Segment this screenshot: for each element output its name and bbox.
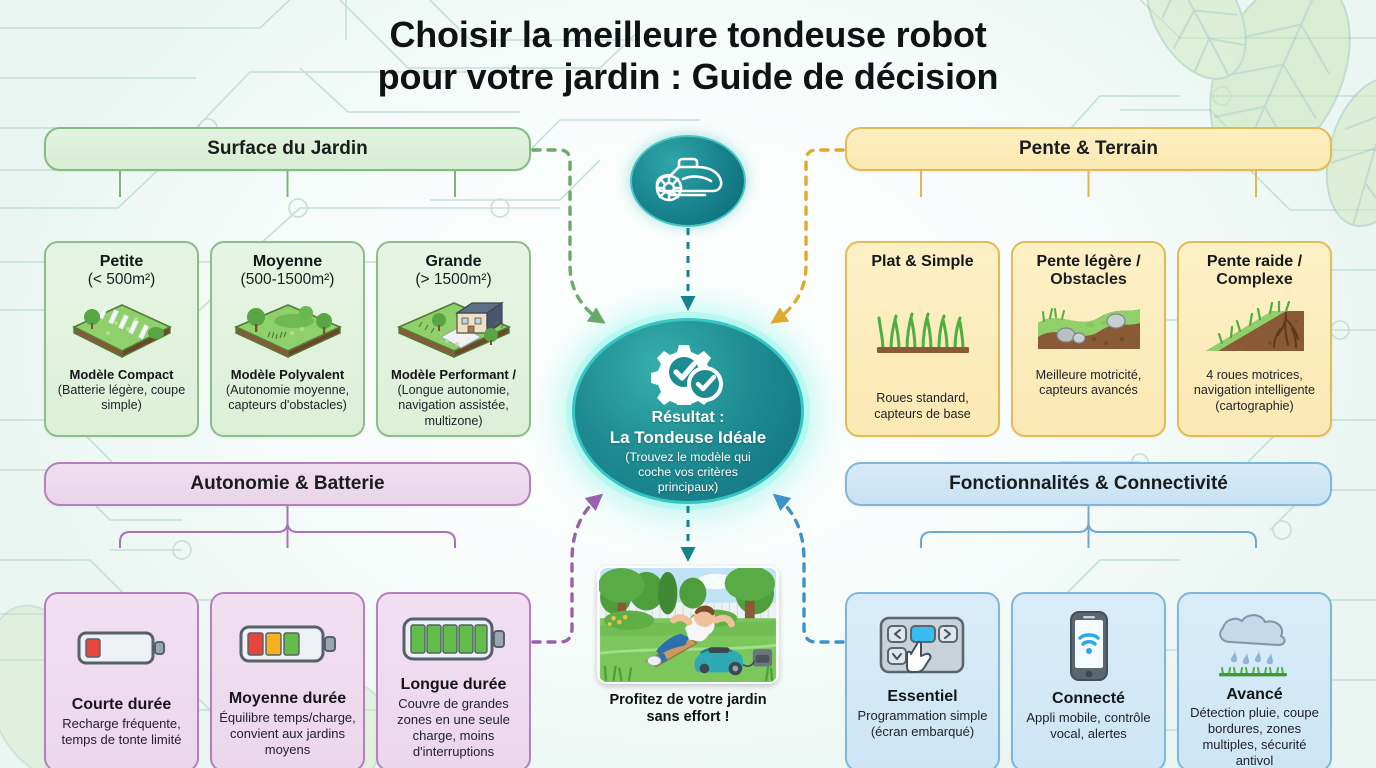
card-subtitle: (500-1500m²) [240, 270, 335, 288]
relaxing-garden-photo [597, 566, 779, 684]
card-pente-legere[interactable]: Pente légère / Obstacles [1011, 241, 1166, 437]
title-line-2: pour votre jardin : Guide de décision [377, 56, 999, 98]
steep-slope-roots-icon [1200, 298, 1310, 360]
arrow-surface-to-result [531, 148, 606, 324]
robot-mower-icon [655, 157, 723, 202]
connector-tree-terrain [920, 171, 1257, 197]
card-essentiel[interactable]: Essentiel Programmation simple (écran em… [845, 592, 1000, 768]
section-terrain-heading-label: Pente & Terrain [1018, 138, 1159, 159]
card-desc: Détection pluie, coupe bordures, zones m… [1190, 704, 1319, 768]
section-features-cards: Essentiel Programmation simple (écran em… [845, 592, 1332, 768]
result-title-line-2: La Tondeuse Idéale [609, 427, 767, 447]
section-battery-heading-label: Autonomie & Batterie [190, 473, 385, 494]
card-longue-duree[interactable]: Longue durée Couvre de grandes zones en … [376, 592, 531, 768]
flat-grass-icon [871, 299, 975, 361]
card-title: Essentiel [887, 688, 958, 705]
mower-badge [630, 135, 746, 227]
card-desc: Équilibre temps/charge, convient aux jar… [219, 709, 356, 757]
card-lead: Modèle Performant / [391, 367, 516, 383]
card-subtitle: Obstacles [1050, 270, 1127, 288]
card-title: Courte durée [71, 696, 172, 713]
smartphone-wifi-icon [1059, 610, 1119, 682]
connector-tree-surface [119, 171, 456, 197]
section-terrain: Pente & Terrain Plat & Simple [845, 127, 1332, 437]
page-title: Choisir la meilleure tondeuse robot pour… [0, 14, 1376, 99]
card-title: Petite [99, 253, 144, 270]
card-subtitle: Complexe [1216, 270, 1293, 288]
card-desc: (Longue autonomie, navigation assistée, … [397, 382, 510, 429]
large-garden-house-icon [395, 297, 513, 359]
photo-caption: Profitez de votre jardin sans effort ! [588, 692, 788, 727]
card-title: Moyenne [252, 253, 323, 270]
card-subtitle: (> 1500m²) [415, 270, 492, 288]
section-surface-cards: Petite (< 500m²) [44, 241, 531, 437]
section-battery: Autonomie & Batterie Courte durée Rechar… [44, 462, 531, 768]
card-title: Pente raide / [1206, 253, 1303, 270]
title-line-1: Choisir la meilleure tondeuse robot [389, 14, 987, 55]
card-lead: Modèle Polyvalent [230, 367, 345, 383]
card-moyenne[interactable]: Moyenne (500-1500m²) [210, 241, 365, 437]
section-surface: Surface du Jardin Petite (< 500m²) [44, 127, 531, 437]
result-title-line-1: Résultat : [651, 409, 725, 426]
card-desc: Meilleure motricité, capteurs avancés [1035, 367, 1142, 398]
card-petite[interactable]: Petite (< 500m²) [44, 241, 199, 437]
arrow-battery-to-result [531, 493, 604, 644]
section-features-heading-label: Fonctionnalités & Connectivité [949, 473, 1228, 494]
gear-check-icon [651, 345, 723, 405]
card-desc: Roues standard, capteurs de base [874, 390, 971, 421]
connector-tree-features [920, 506, 1257, 548]
card-subtitle: (< 500m²) [87, 270, 156, 288]
section-battery-cards: Courte durée Recharge fréquente, temps d… [44, 592, 531, 768]
card-desc: Couvre de grandes zones en une seule cha… [397, 695, 510, 760]
card-desc: Programmation simple (écran embarqué) [857, 707, 988, 740]
card-desc: Appli mobile, contrôle vocal, alertes [1026, 709, 1151, 742]
card-desc: 4 roues motrices, navigation intelligent… [1193, 367, 1316, 414]
outcome-photo-block: Profitez de votre jardin sans effort ! [597, 566, 788, 727]
card-title: Moyenne durée [228, 689, 347, 707]
section-surface-heading[interactable]: Surface du Jardin [44, 127, 531, 171]
card-lead: Modèle Compact [69, 367, 174, 383]
card-desc: (Autonomie moyenne, capteurs d'obstacles… [225, 382, 350, 413]
card-pente-raide[interactable]: Pente raide / Complexe [1177, 241, 1332, 437]
result-subtitle: (Trouvez le modèle qui coche vos critère… [625, 449, 751, 494]
card-title: Connecté [1052, 690, 1125, 707]
card-title: Plat & Simple [871, 253, 974, 270]
section-features-heading[interactable]: Fonctionnalités & Connectivité [845, 462, 1332, 506]
card-moyenne-duree[interactable]: Moyenne durée Équilibre temps/charge, co… [210, 592, 365, 768]
card-grande[interactable]: Grande (> 1500m²) [376, 241, 531, 437]
section-terrain-cards: Plat & Simple [845, 241, 1332, 437]
card-courte-duree[interactable]: Courte durée Recharge fréquente, temps d… [44, 592, 199, 768]
control-panel-keypad-icon [875, 612, 971, 680]
connector-tree-battery [119, 506, 456, 548]
card-title: Grande [425, 253, 482, 270]
card-title: Avancé [1226, 686, 1283, 703]
slope-rocks-icon [1034, 298, 1144, 360]
arrow-terrain-to-result [770, 148, 845, 324]
section-terrain-heading[interactable]: Pente & Terrain [845, 127, 1332, 171]
photo-caption-line-2: sans effort ! [646, 709, 730, 726]
battery-full-icon [401, 612, 507, 668]
result-circle[interactable]: Résultat : La Tondeuse Idéale (Trouvez l… [572, 318, 804, 504]
card-desc: Recharge fréquente, temps de tonte limit… [61, 715, 182, 748]
section-battery-heading[interactable]: Autonomie & Batterie [44, 462, 531, 506]
battery-medium-icon [238, 614, 338, 674]
section-features: Fonctionnalités & Connectivité [845, 462, 1332, 768]
medium-garden-plot-icon [232, 297, 344, 359]
section-surface-heading-label: Surface du Jardin [207, 138, 368, 159]
card-title: Pente légère / [1036, 253, 1141, 270]
battery-low-icon [76, 616, 168, 678]
card-avance[interactable]: Avancé Détection pluie, coupe bordures, … [1177, 592, 1332, 768]
card-desc: (Batterie légère, coupe simple) [57, 382, 186, 413]
card-connecte[interactable]: Connecté Appli mobile, contrôle vocal, a… [1011, 592, 1166, 768]
rain-cloud-grass-icon [1209, 612, 1301, 680]
card-title: Longue durée [400, 676, 507, 693]
photo-caption-line-1: Profitez de votre jardin [609, 692, 767, 708]
card-plat-simple[interactable]: Plat & Simple [845, 241, 1000, 437]
small-garden-plot-icon [70, 297, 174, 359]
